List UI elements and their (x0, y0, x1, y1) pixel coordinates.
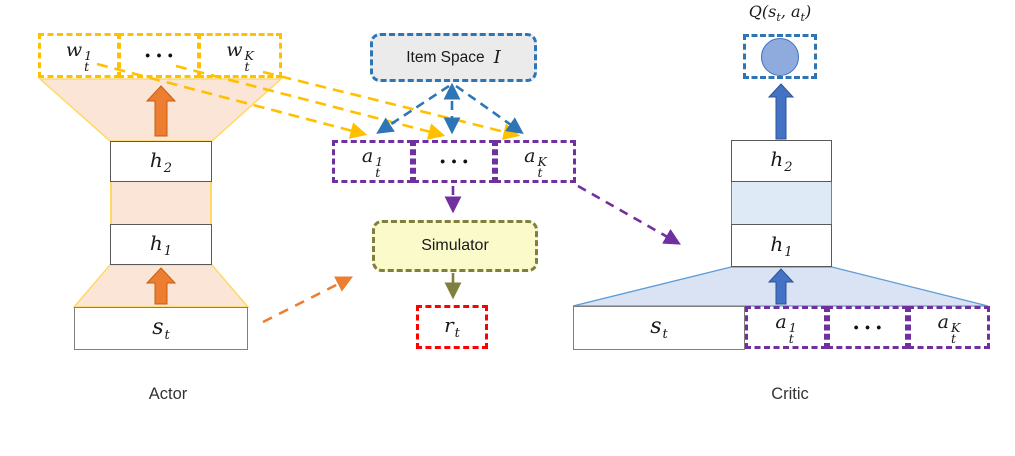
actor-up-arrow-top (145, 85, 177, 137)
simulator-box: Simulator (372, 220, 538, 272)
critic-action-dots-label: ··· (852, 315, 887, 340)
weight1-to-action1-link (96, 62, 368, 139)
critic-h2-box: h2 (731, 140, 832, 182)
actor-h2-box: h2 (110, 141, 212, 182)
actor-hidden-band (110, 182, 212, 224)
weightk-to-actionk-link (262, 70, 521, 140)
q-output-box (743, 34, 817, 79)
critic-state-box: st (573, 306, 745, 350)
critic-hidden-band (731, 182, 832, 224)
critic-action-box-dots: ··· (827, 306, 908, 349)
item-space-box: Item Space I (370, 33, 537, 82)
q-value-label: Q(st, at) (748, 2, 812, 24)
action-dots-label: ··· (439, 149, 473, 174)
critic-up-arrow-q (767, 83, 795, 140)
critic-caption: Critic (771, 385, 809, 403)
actor-up-arrow-bottom (145, 267, 177, 305)
critic-state-label: st (650, 314, 668, 342)
itemspace-to-action1-link (376, 84, 450, 134)
actor-h1-box: h1 (110, 224, 212, 265)
actions-to-critic-link (577, 184, 681, 245)
q-neuron-circle (761, 37, 799, 76)
actor-h2-label: h2 (149, 147, 173, 176)
actor-h1-label: h1 (149, 230, 173, 259)
item-space-label: Item Space (406, 48, 485, 66)
itemspace-to-actionk-link (455, 84, 524, 134)
critic-up-arrow-bottom (767, 268, 795, 305)
critic-h2-label: h2 (770, 147, 793, 175)
actor-state-box: st (74, 307, 248, 350)
simulator-label: Simulator (421, 237, 489, 254)
critic-h1-box: h1 (731, 224, 832, 267)
actor-state-label: st (152, 314, 170, 343)
weight-dots-label: ··· (144, 43, 178, 68)
reward-label: rt (444, 313, 460, 341)
weightdots-to-actiondots-link (175, 64, 446, 140)
critic-h1-label: h1 (770, 231, 793, 260)
actor-caption: Actor (148, 385, 188, 403)
item-space-symbol: I (493, 47, 501, 68)
reward-box: rt (416, 305, 488, 349)
state-to-simulator-link (262, 276, 354, 324)
action-box-dots: ··· (413, 140, 495, 183)
